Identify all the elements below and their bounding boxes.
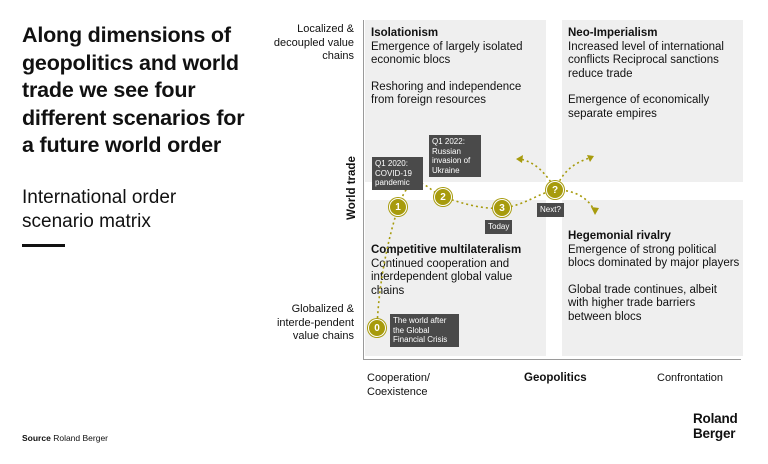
page-title: Along dimensions of geopolitics and worl… bbox=[22, 23, 245, 157]
y-axis-top-label: Localized & decoupled value chains bbox=[273, 23, 354, 62]
x-axis-left-label: Cooperation/ Coexistence bbox=[367, 372, 430, 398]
y-axis-bottom-label: Globalized & interde-pendent value chain… bbox=[276, 303, 354, 342]
quadrant-paragraph: Global trade continues, albeit with high… bbox=[568, 283, 717, 323]
x-axis-right-label: Confrontation bbox=[657, 372, 724, 384]
trajectory-branch-isolationism bbox=[519, 158, 557, 191]
quadrant-title: Neo-Imperialism bbox=[568, 27, 658, 39]
arrow-head-left bbox=[516, 155, 523, 163]
quadrant-title: Isolationism bbox=[371, 27, 439, 39]
quadrant-hegemonial-rivalry bbox=[562, 200, 743, 356]
event-tag-gfc: The world after the Global Financial Cri… bbox=[390, 314, 459, 347]
x-axis-line bbox=[363, 359, 741, 360]
event-tag-next: Next? bbox=[537, 203, 564, 217]
quadrant-paragraph: Emergence of largely isolated economic b… bbox=[371, 40, 523, 67]
quadrant-paragraph: Increased level of international conflic… bbox=[568, 40, 724, 80]
page-subtitle: International order scenario matrix bbox=[22, 187, 177, 232]
trajectory-branch-hegemonial bbox=[555, 189, 595, 211]
source-label: Source bbox=[22, 433, 51, 443]
quadrant-neo-imperialism bbox=[562, 20, 743, 182]
quadrant-title: Hegemonial rivalry bbox=[568, 230, 671, 242]
quadrant-text-neo-imperialism: Neo-Imperialism Increased level of inter… bbox=[568, 27, 740, 121]
source-note: Source Roland Berger bbox=[22, 433, 108, 443]
brand-line-2: Berger bbox=[693, 425, 736, 441]
title-divider bbox=[22, 244, 65, 247]
step-marker-1: 1 bbox=[389, 198, 407, 216]
step-marker-2: 2 bbox=[434, 188, 452, 206]
quadrant-text-isolationism: Isolationism Emergence of largely isolat… bbox=[371, 27, 543, 108]
arrow-head-up-right bbox=[587, 155, 594, 162]
step-marker-next: ? bbox=[546, 181, 564, 199]
x-axis-title: Geopolitics bbox=[524, 372, 587, 384]
event-tag-today: Today bbox=[485, 220, 513, 234]
quadrant-paragraph: Emergence of strong political blocs domi… bbox=[568, 243, 740, 270]
quadrant-text-competitive-multilateralism: Competitive multilateralism Continued co… bbox=[371, 244, 543, 298]
source-value: Roland Berger bbox=[53, 433, 109, 443]
quadrant-text-hegemonial-rivalry: Hegemonial rivalry Emergence of strong p… bbox=[568, 230, 740, 324]
quadrant-paragraph: Emergence of economically separate empir… bbox=[568, 94, 710, 120]
event-tag-russia: Q1 2022: Russian invasion of Ukraine bbox=[429, 135, 481, 177]
brand-line-1: Roland bbox=[693, 411, 738, 426]
brand-logo: Roland Berger bbox=[693, 411, 738, 441]
event-tag-covid: Q1 2020: COVID-19 pandemic bbox=[372, 157, 423, 190]
quadrant-paragraph: Continued cooperation and interdependent… bbox=[371, 257, 513, 297]
quadrant-title: Competitive multilateralism bbox=[371, 244, 522, 256]
step-marker-0: 0 bbox=[368, 319, 386, 337]
quadrant-paragraph: Reshoring and independence from foreign … bbox=[371, 80, 522, 107]
y-axis-line bbox=[363, 20, 364, 360]
step-marker-3: 3 bbox=[493, 199, 511, 217]
arrow-head-down-right bbox=[591, 207, 599, 215]
